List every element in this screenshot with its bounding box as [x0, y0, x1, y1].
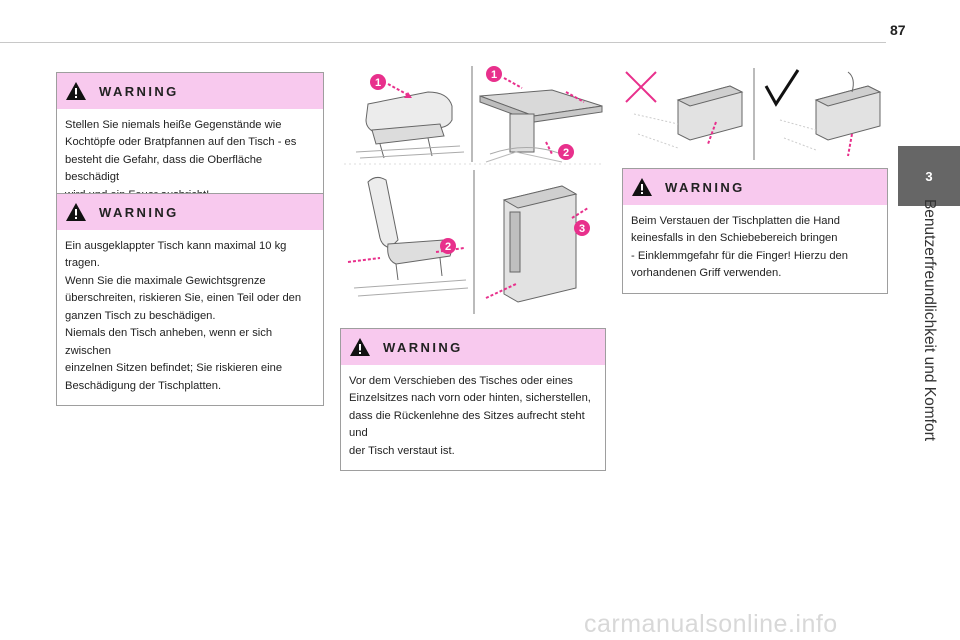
warning-header: WARNING: [623, 169, 887, 205]
warning-line: keinesfalls in den Schiebebereich bringe…: [631, 232, 838, 245]
warning-title: WARNING: [383, 339, 463, 355]
step-label: 1: [491, 69, 497, 81]
warning-text: Ein ausgeklappter Tisch kann maximal 10 …: [57, 230, 323, 405]
warning-title: WARNING: [99, 83, 179, 99]
seat-table-illustration: 1 1 2 2 3: [344, 66, 604, 314]
table-pedestal-drawing: [479, 89, 603, 163]
folded-seat-drawing: [355, 91, 465, 159]
closed-cabinet-drawing: [502, 185, 578, 303]
warning-line: einzelnen Sitzen befindet; Sie riskieren…: [65, 362, 283, 375]
warning-line: vorhandenen Griff verwenden.: [631, 267, 782, 280]
upright-seat-drawing: [353, 176, 469, 297]
handle-usage-illustration: [625, 68, 882, 160]
warning-title: WARNING: [665, 179, 745, 195]
warning-line: Kochtöpfe oder Bratpfannen auf den Tisch…: [65, 136, 297, 149]
warning-line: dass die Rückenlehne des Sitzes aufrecht…: [349, 409, 585, 440]
page-number: 87: [890, 22, 906, 38]
warning-header: WARNING: [57, 73, 323, 109]
warning-header: WARNING: [57, 194, 323, 230]
warning-triangle-icon: [350, 338, 370, 356]
warning-box-weight-limit: WARNING Ein ausgeklappter Tisch kann max…: [56, 193, 324, 407]
warning-line: Beschädigung der Tischplatten.: [65, 379, 222, 392]
right-check-icon: [764, 69, 800, 107]
step-label: 2: [563, 147, 569, 159]
warning-text: Vor dem Verschieben des Tisches oder ein…: [341, 365, 605, 470]
step-marker-2a: 2: [558, 144, 574, 160]
step-marker-1b: 1: [486, 66, 502, 82]
table-right-drawing: [779, 71, 882, 151]
header-rule: [0, 42, 886, 43]
warning-line: ganzen Tisch zu beschädigen.: [65, 309, 216, 322]
warning-box-seat-position: WARNING Vor dem Verschieben des Tisches …: [340, 328, 606, 472]
warning-line: - Einklemmgefahr für die Finger! Hierzu …: [631, 249, 849, 262]
warning-line: Stellen Sie niemals heiße Gegenstände wi…: [65, 119, 282, 131]
step-marker-3: 3: [574, 220, 590, 236]
warning-line: Einzelsitzes nach vorn oder hinten, sich…: [349, 392, 591, 405]
watermark-text: carmanualsonline.info: [584, 610, 838, 638]
chapter-band: [898, 206, 960, 640]
warning-box-hot-items: WARNING Stellen Sie niemals heiße Gegens…: [56, 72, 324, 216]
warning-text: Beim Verstauen der Tischplatten die Hand…: [623, 205, 887, 293]
warning-line: Beim Verstauen der Tischplatten die Hand: [631, 215, 840, 227]
warning-line: der Tisch verstaut ist.: [349, 444, 455, 457]
chapter-tab[interactable]: 3: [898, 146, 960, 206]
warning-triangle-icon: [632, 178, 652, 196]
chapter-title: Benutzerfreundlichkeit und Komfort: [921, 198, 938, 442]
warning-line: Vor dem Verschieben des Tisches oder ein…: [349, 375, 573, 387]
warning-triangle-icon: [66, 82, 86, 100]
warning-line: besteht die Gefahr, dass die Oberfläche …: [65, 153, 263, 184]
warning-box-pinch-hazard: WARNING Beim Verstauen der Tischplatten …: [622, 168, 888, 294]
wrong-cross-icon: [625, 71, 657, 103]
step-marker-2b: 2: [440, 238, 456, 254]
step-marker-1a: 1: [370, 74, 386, 90]
warning-line: überschreiten, riskieren Sie, einen Teil…: [65, 292, 302, 305]
step-label: 1: [375, 77, 381, 89]
warning-header: WARNING: [341, 329, 605, 365]
step-label: 3: [579, 223, 585, 235]
warning-line: Ein ausgeklappter Tisch kann maximal 10 …: [65, 240, 287, 270]
table-wrong-drawing: [633, 85, 744, 149]
step-label: 2: [445, 241, 451, 253]
warning-line: Niemals den Tisch anheben, wenn er sich …: [65, 327, 273, 357]
warning-triangle-icon: [66, 203, 86, 221]
warning-line: Wenn Sie die maximale Gewichtsgrenze: [65, 274, 266, 287]
warning-title: WARNING: [99, 204, 179, 220]
